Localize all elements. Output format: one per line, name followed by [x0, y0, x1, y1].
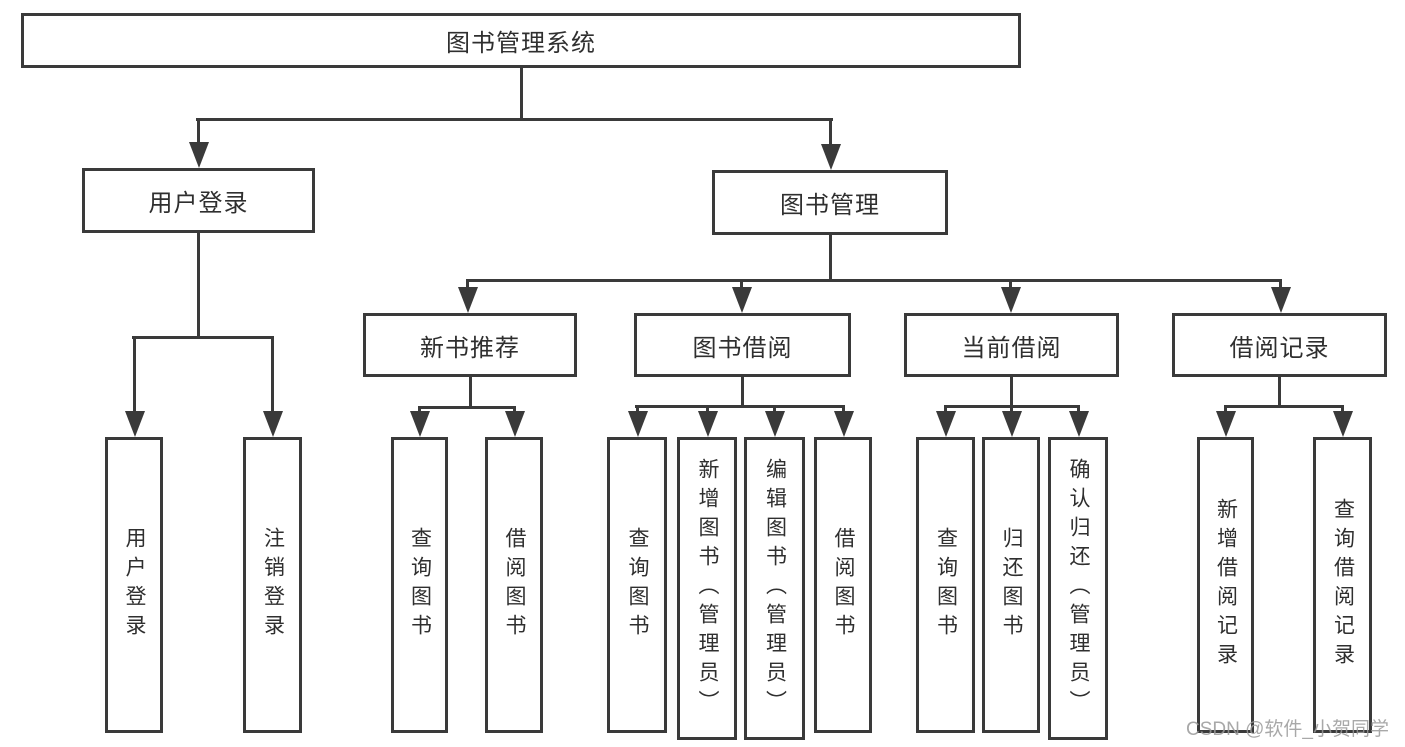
- connector-current-borrow-stem: [1010, 375, 1013, 407]
- node-current-borrow: 当前借阅: [904, 313, 1119, 377]
- arrow-to-leaf-query-books-2: [636, 405, 639, 411]
- arrow-to-leaf-query-books-1: [418, 406, 421, 411]
- arrow-to-book-management: [829, 118, 832, 144]
- leaf-add-borrow-record: 新增借阅记录: [1197, 437, 1254, 733]
- arrow-to-leaf-return-books: [1010, 405, 1013, 411]
- arrow-to-borrow-records: [1279, 279, 1282, 287]
- connector-borrow-records-stem: [1278, 375, 1281, 407]
- connector-book-management-bar: [466, 279, 1282, 282]
- connector-root-bar: [196, 118, 833, 121]
- node-borrow-records: 借阅记录: [1172, 313, 1387, 377]
- node-book-borrow: 图书借阅: [634, 313, 851, 377]
- arrow-to-leaf-edit-books: [773, 405, 776, 411]
- csdn-watermark: CSDN @软件_小贺同学: [1186, 719, 1389, 740]
- leaf-query-books-3: 查询图书: [916, 437, 975, 733]
- leaf-borrow-books-1: 借阅图书: [485, 437, 543, 733]
- arrow-to-leaf-query-books-3: [944, 405, 947, 411]
- arrow-to-leaf-user-login: [133, 336, 136, 411]
- connector-new-book-bar: [418, 406, 515, 409]
- leaf-add-books-admin: 新增图书（管理员）: [677, 437, 737, 740]
- connector-user-login-bar: [132, 336, 274, 339]
- node-library-management-system: 图书管理系统: [21, 13, 1021, 68]
- arrow-to-book-borrow: [740, 279, 743, 287]
- arrow-to-leaf-query-record: [1341, 405, 1344, 411]
- arrow-to-leaf-logout: [271, 336, 274, 411]
- leaf-user-login: 用户登录: [105, 437, 163, 733]
- arrow-to-leaf-confirm-return: [1077, 405, 1080, 411]
- leaf-query-borrow-record: 查询借阅记录: [1313, 437, 1372, 733]
- arrow-to-leaf-borrow-books-2: [842, 405, 845, 411]
- arrow-to-new-book-recommend: [466, 279, 469, 287]
- node-new-book-recommend: 新书推荐: [363, 313, 577, 377]
- connector-borrow-records-bar: [1224, 405, 1344, 408]
- arrow-to-leaf-borrow-books-1: [513, 406, 516, 411]
- connector-book-management-stem: [829, 233, 832, 281]
- connector-book-borrow-stem: [741, 375, 744, 407]
- leaf-borrow-books-2: 借阅图书: [814, 437, 872, 733]
- leaf-query-books-1: 查询图书: [391, 437, 448, 733]
- leaf-logout: 注销登录: [243, 437, 302, 733]
- leaf-confirm-return-admin: 确认归还（管理员）: [1048, 437, 1108, 740]
- connector-book-borrow-bar: [635, 405, 845, 408]
- leaf-query-books-2: 查询图书: [607, 437, 667, 733]
- arrow-to-user-login: [197, 118, 200, 142]
- node-user-login: 用户登录: [82, 168, 315, 233]
- arrow-to-current-borrow: [1009, 279, 1012, 287]
- leaf-return-books: 归还图书: [982, 437, 1040, 733]
- node-book-management: 图书管理: [712, 170, 948, 235]
- connector-new-book-stem: [469, 375, 472, 409]
- connector-root-stem: [520, 66, 523, 120]
- arrow-to-leaf-add-record: [1224, 405, 1227, 411]
- connector-user-login-stem: [197, 231, 200, 338]
- leaf-edit-books-admin: 编辑图书（管理员）: [744, 437, 805, 740]
- arrow-to-leaf-add-books: [706, 405, 709, 411]
